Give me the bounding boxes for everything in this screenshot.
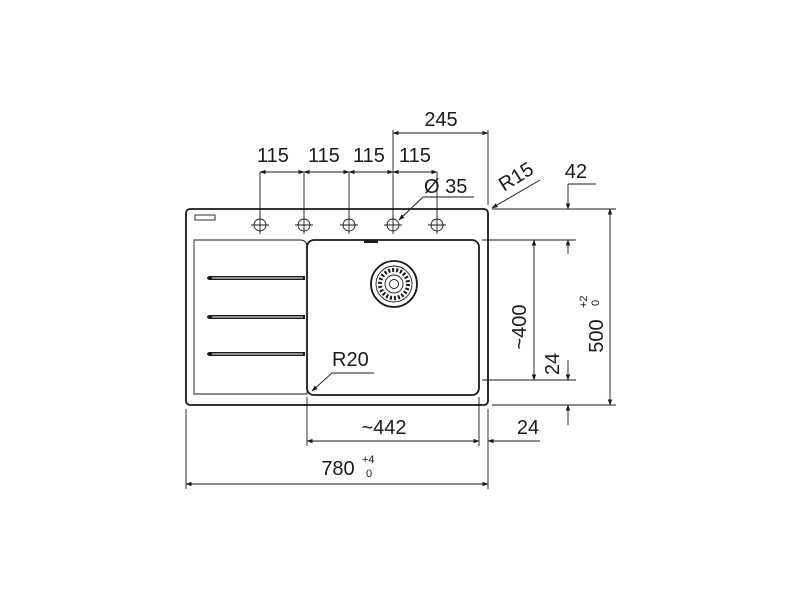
offset-42-label: 42 [565, 161, 587, 183]
tap-hole [295, 216, 313, 234]
tap-hole [384, 216, 402, 234]
bowl-width-label: ~442 [361, 417, 406, 439]
offset-245-label: 245 [424, 109, 457, 131]
tap-holes [251, 216, 446, 234]
bowl-outline [306, 239, 480, 396]
bottom-margin-label: 24 [542, 353, 564, 375]
overall-depth-label: 500 [586, 319, 608, 352]
drain-icon [370, 260, 418, 308]
overall-width-tol-upper: +4 [362, 454, 375, 466]
bowl-depth-label: ~400 [509, 304, 531, 349]
right-dimensions: 42 ~400 24 500 +2 0 [482, 161, 616, 425]
bowl-radius-label: R20 [332, 349, 369, 371]
hole-spacing-label: 115 [308, 145, 340, 167]
label-plate [194, 214, 216, 221]
overall-width-label: 780 [321, 458, 354, 480]
overall-width-tol-lower: 0 [366, 468, 372, 480]
right-margin-label: 24 [517, 417, 539, 439]
sink-outline [185, 208, 489, 406]
hole-spacing-label: 115 [353, 145, 385, 167]
overflow-slot [364, 240, 378, 243]
drainboard-ribs [207, 276, 305, 356]
overall-depth-tol-upper: +2 [578, 295, 590, 308]
hole-spacing-label: 115 [257, 145, 289, 167]
overall-depth-tol-lower: 0 [590, 300, 602, 306]
hole-spacing-label: 115 [399, 145, 431, 167]
outer-radius-leader [491, 179, 541, 209]
tap-hole [251, 216, 269, 234]
sink-body [185, 208, 489, 406]
tap-hole [340, 216, 358, 234]
hole-diameter-label: Ø 35 [424, 176, 467, 198]
bottom-dimensions: R20 ~442 24 780 +4 0 [185, 349, 540, 489]
outer-radius-label: R15 [495, 158, 538, 196]
top-dimensions: 115 115 115 115 245 Ø 35 R15 [257, 109, 541, 221]
tap-hole [428, 216, 446, 234]
